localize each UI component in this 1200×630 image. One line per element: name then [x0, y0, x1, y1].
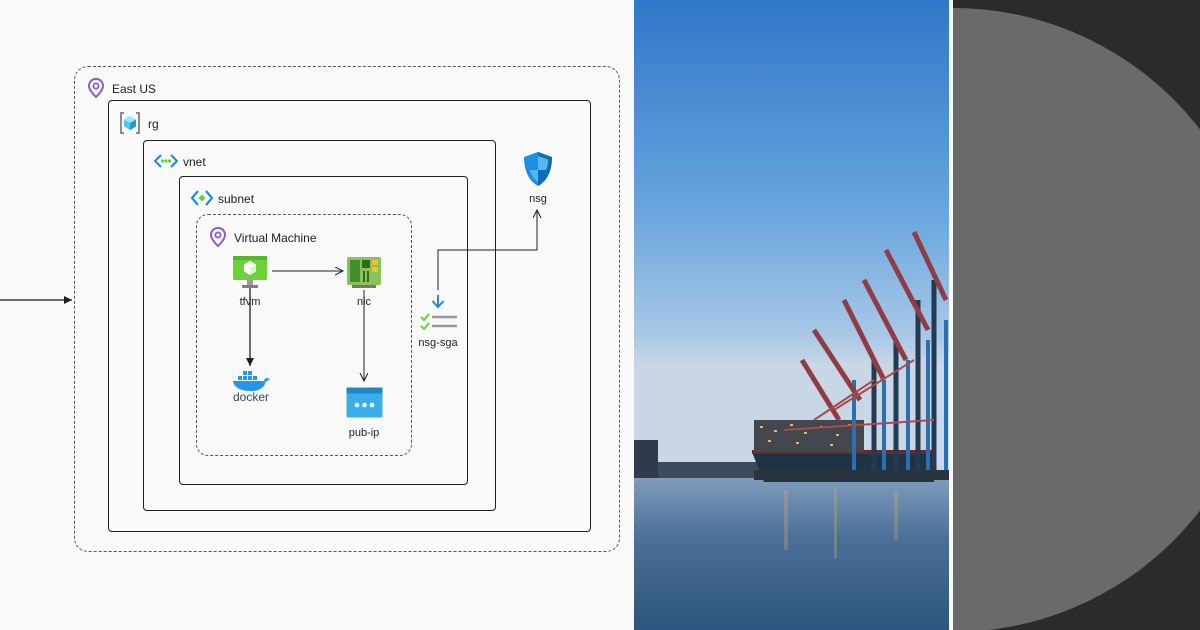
resource-group-box: [108, 100, 591, 532]
tfvm-label: tfvm: [239, 296, 261, 308]
virtual-machine-icon: [233, 256, 267, 288]
vnet-label: vnet: [183, 155, 206, 169]
decorative-dark-panel: [953, 0, 1200, 630]
nsg-label: nsg: [529, 193, 547, 205]
region-label: East US: [112, 82, 157, 96]
resource-group-label: rg: [148, 117, 159, 131]
virtual-machine-group-label: Virtual Machine: [234, 231, 317, 245]
pub-ip-label: pub-ip: [348, 427, 380, 439]
location-pin-icon: [210, 227, 226, 247]
panel-divider: [949, 0, 953, 630]
edge-nsgsga-to-nsg: [437, 210, 537, 290]
container-port-cranes-image: [634, 0, 950, 630]
docker-whale-icon: [233, 371, 270, 391]
nic-label: nic: [356, 296, 372, 308]
vnet-icon: [154, 154, 178, 168]
public-ip-icon: [346, 387, 383, 418]
decorative-circle: [953, 8, 1200, 630]
nsg-sga-label: nsg-sga: [418, 337, 458, 349]
shield-icon: [524, 152, 552, 186]
region-east-us-group: [74, 66, 620, 552]
docker-label: docker: [232, 390, 270, 404]
location-pin-icon: [88, 78, 104, 98]
diagram-edges: [0, 0, 634, 630]
vnet-box: [143, 140, 496, 511]
subnet-icon: [191, 190, 213, 206]
network-interface-icon: [347, 257, 381, 288]
resource-group-icon: [120, 112, 140, 134]
subnet-box: [179, 176, 468, 485]
subnet-label: subnet: [218, 192, 255, 206]
virtual-machine-group: [196, 214, 412, 456]
security-group-association-icon: [420, 295, 457, 331]
